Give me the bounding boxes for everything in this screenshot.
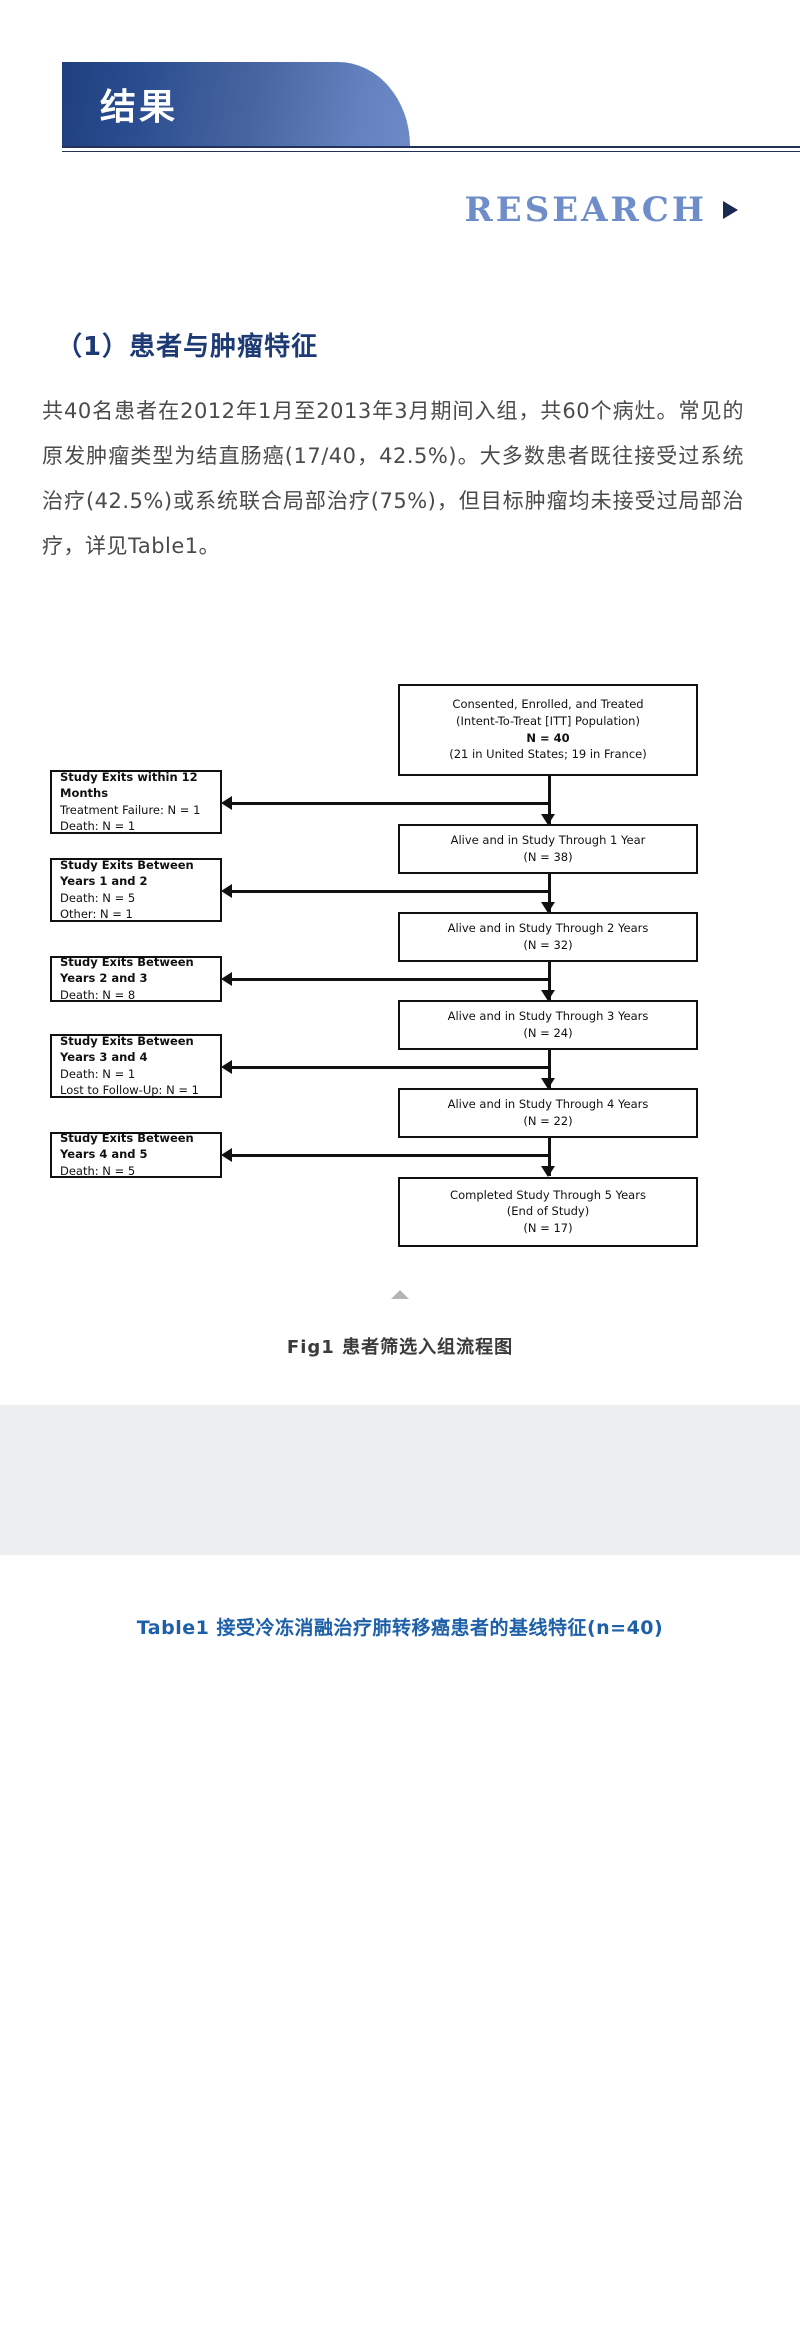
exit-node-year-4-5: Study Exits Between Years 4 and 5 Death:… — [50, 1131, 222, 1178]
exit-node-item: Death: N = 5 — [60, 890, 136, 905]
exit-node-title: Study Exits Between Years 1 and 2 — [60, 857, 194, 889]
table-caption: Table1 接受冷冻消融治疗肺转移癌患者的基线特征(n=40) — [136, 1616, 664, 1639]
arrow-down-icon — [541, 1077, 555, 1089]
connector-line — [548, 775, 551, 824]
flow-node-year2: Alive and in Study Through 2 Years (N = … — [398, 911, 698, 962]
connector-line — [232, 801, 551, 805]
connector-line — [548, 951, 551, 1000]
subsection-heading: （1）患者与肿瘤特征 — [56, 332, 319, 362]
exit-node-title: Study Exits Between Years 4 and 5 — [60, 1131, 194, 1162]
arrow-down-icon — [541, 989, 555, 1001]
triangle-up-icon — [391, 1289, 409, 1299]
flow-node-line: (Intent-To-Treat [ITT] Population) — [456, 713, 640, 728]
arrow-left-icon — [221, 971, 232, 986]
flow-node-line: (N = 38) — [523, 849, 573, 864]
exit-node-title: Study Exits within 12 Months — [60, 769, 198, 801]
connector-line — [232, 1065, 551, 1069]
connector-line — [548, 863, 551, 912]
flow-node-year3: Alive and in Study Through 3 Years (N = … — [398, 999, 698, 1050]
exit-node-title: Study Exits Between Years 3 and 4 — [60, 1033, 194, 1065]
flow-node-line: (N = 22) — [523, 1113, 573, 1128]
exit-node-year-1-2: Study Exits Between Years 1 and 2 Death:… — [50, 857, 222, 922]
exit-node-item: Lost to Follow-Up: N = 1 — [60, 1082, 199, 1097]
flow-node-line: (End of Study) — [506, 1204, 590, 1219]
flowchart-canvas: Consented, Enrolled, and Treated (Intent… — [0, 666, 800, 1266]
triangle-right-icon — [723, 201, 738, 219]
section-banner: 结果 — [62, 62, 410, 146]
flow-node-line: (N = 32) — [523, 937, 573, 952]
arrow-down-icon — [541, 1165, 555, 1177]
flow-node-year5: Completed Study Through 5 Years (End of … — [398, 1176, 698, 1247]
exit-node-item: Death: N = 1 — [60, 1066, 136, 1081]
arrow-left-icon — [221, 795, 232, 810]
flow-node-line: Alive and in Study Through 3 Years — [447, 1008, 649, 1023]
connector-line — [232, 977, 551, 981]
flow-node-year4: Alive and in Study Through 4 Years (N = … — [398, 1087, 698, 1138]
banner-title: 结果 — [100, 86, 179, 128]
connector-line — [232, 889, 551, 893]
flow-node-line: (N = 24) — [523, 1025, 573, 1040]
arrow-left-icon — [221, 1059, 232, 1074]
flow-node-enrolled: Consented, Enrolled, and Treated (Intent… — [398, 683, 698, 776]
exit-node-item: Death: N = 8 — [60, 987, 136, 1002]
exit-node-item: Treatment Failure: N = 1 — [60, 802, 201, 817]
exit-node-12-months: Study Exits within 12 Months Treatment F… — [50, 769, 222, 834]
arrow-left-icon — [221, 1147, 232, 1162]
flow-node-line: Alive and in Study Through 2 Years — [447, 920, 649, 935]
figure-flowchart: Consented, Enrolled, and Treated (Intent… — [0, 666, 800, 1266]
connector-line — [548, 1039, 551, 1088]
flow-node-line: Completed Study Through 5 Years — [450, 1187, 646, 1202]
header-rule-thin — [62, 151, 800, 152]
arrow-down-icon — [541, 813, 555, 825]
exit-node-item: Death: N = 1 — [60, 818, 136, 833]
figure-caption: Fig1 患者筛选入组流程图 — [286, 1336, 514, 1358]
flow-node-line: N = 40 — [526, 730, 570, 745]
connector-line — [232, 1153, 551, 1157]
body-paragraph: 共40名患者在2012年1月至2013年3月期间入组，共60个病灶。常见的原发肿… — [42, 399, 744, 559]
flow-node-line: Alive and in Study Through 1 Year — [450, 832, 646, 847]
exit-node-year-2-3: Study Exits Between Years 2 and 3 Death:… — [50, 955, 222, 1002]
header-rule-thick — [62, 146, 800, 148]
flow-node-line: Alive and in Study Through 4 Years — [447, 1096, 649, 1111]
exit-node-title: Study Exits Between Years 2 and 3 — [60, 955, 194, 986]
exit-node-year-3-4: Study Exits Between Years 3 and 4 Death:… — [50, 1033, 222, 1098]
research-label-row: RESEARCH — [0, 190, 800, 230]
table-placeholder-band — [0, 1404, 800, 1555]
page-header: 结果 — [0, 62, 800, 152]
arrow-left-icon — [221, 883, 232, 898]
exit-node-item: Other: N = 1 — [60, 906, 133, 921]
flow-node-year1: Alive and in Study Through 1 Year (N = 3… — [398, 823, 698, 874]
connector-line — [548, 1127, 551, 1176]
exit-node-item: Death: N = 5 — [60, 1163, 136, 1178]
flow-node-line: (N = 17) — [523, 1220, 573, 1235]
arrow-down-icon — [541, 901, 555, 913]
research-label: RESEARCH — [464, 190, 707, 230]
flow-node-line: Consented, Enrolled, and Treated — [452, 697, 644, 712]
flow-node-line: (21 in United States; 19 in France) — [449, 747, 647, 762]
